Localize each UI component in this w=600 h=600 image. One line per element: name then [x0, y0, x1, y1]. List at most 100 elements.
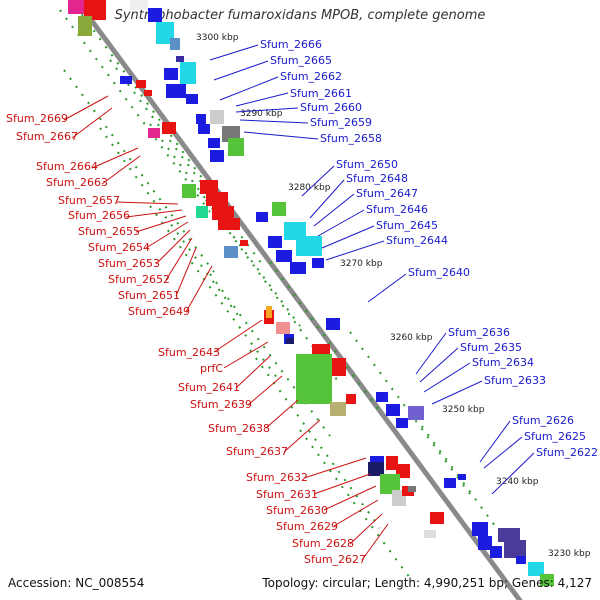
accession-text: Accession: NC_008554	[8, 576, 145, 590]
gene-block	[528, 562, 544, 576]
leader-line-reverse	[185, 265, 213, 313]
leader-line-reverse	[235, 355, 271, 389]
gene-block	[458, 474, 466, 480]
gene-block	[286, 338, 294, 344]
gene-label-reverse: Sfum_2654	[88, 241, 151, 254]
gene-label-forward: Sfum_2636	[448, 326, 511, 339]
genome-title: Syntrophobacter fumaroxidans MPOB, compl…	[114, 8, 486, 23]
gene-label-reverse: Sfum_2630	[266, 504, 329, 517]
leader-line-reverse	[323, 485, 377, 511]
gene-block	[210, 110, 224, 124]
leader-line-reverse	[115, 201, 179, 205]
leader-line-reverse	[71, 107, 113, 139]
leader-line-forward	[235, 107, 299, 113]
gene-label-forward: Sfum_2647	[356, 187, 419, 200]
gene-block	[210, 150, 224, 162]
leader-line-forward	[313, 193, 355, 227]
gene-label-forward: Sfum_2644	[386, 234, 449, 247]
gene-label-reverse: Sfum_2643	[158, 346, 221, 359]
gene-block	[368, 462, 384, 476]
gene-block	[516, 556, 526, 564]
gene-label-forward: Sfum_2645	[376, 219, 439, 232]
gene-block	[266, 306, 272, 318]
gene-label-forward: Sfum_2659	[310, 116, 373, 129]
leader-line-forward	[321, 225, 375, 249]
gene-label-reverse: Sfum_2667	[16, 130, 79, 143]
leader-line-forward	[243, 131, 319, 140]
gene-block	[272, 202, 286, 216]
gene-block	[84, 0, 106, 20]
leader-line-forward	[325, 240, 385, 261]
leader-line-reverse	[333, 499, 379, 527]
gene-block	[284, 222, 306, 240]
gene-block	[380, 474, 400, 494]
gene-label-reverse: Sfum_2641	[178, 381, 241, 394]
gene-block	[164, 68, 178, 80]
tick-label: 3260 kbp	[390, 333, 433, 343]
gene-label-forward: Sfum_2661	[290, 87, 353, 100]
genome-info-text: Topology: circular; Length: 4,990,251 bp…	[262, 576, 592, 590]
tick-dot-line	[409, 409, 521, 561]
gene-label-reverse: Sfum_2627	[304, 553, 367, 566]
gene-block	[170, 38, 180, 50]
gene-label-reverse: Sfum_2656	[68, 209, 131, 222]
tick-label: 3280 kbp	[288, 183, 331, 193]
gene-label-forward: Sfum_2626	[512, 414, 575, 427]
gene-label-reverse: Sfum_2653	[98, 257, 161, 270]
gene-block	[208, 138, 220, 148]
gene-label-forward: Sfum_2622	[536, 446, 599, 459]
tick-dot-line	[249, 349, 381, 529]
label-leader-lines	[63, 44, 535, 561]
leader-line-reverse	[313, 473, 371, 495]
gene-block	[424, 530, 436, 538]
gene-block	[490, 546, 502, 558]
leader-line-reverse	[101, 155, 141, 185]
gene-label-forward: Sfum_2634	[472, 356, 535, 369]
gene-block	[472, 522, 488, 536]
gene-block	[78, 16, 92, 36]
gene-label-reverse: Sfum_2628	[292, 537, 355, 550]
leader-line-forward	[209, 44, 259, 61]
leader-line-reverse	[91, 147, 139, 169]
leader-line-forward	[431, 380, 483, 405]
gene-block	[198, 124, 210, 134]
gene-label-reverse: Sfum_2652	[108, 273, 171, 286]
gene-block	[386, 404, 400, 416]
leader-line-forward	[213, 60, 269, 81]
gene-block	[182, 184, 196, 198]
tick-dot-line	[209, 273, 331, 437]
gene-label-reverse: Sfum_2638	[208, 422, 271, 435]
gene-block	[312, 258, 324, 268]
gene-block	[540, 574, 554, 586]
gene-block	[120, 76, 132, 84]
leader-line-forward	[491, 452, 535, 495]
leader-line-forward	[301, 165, 335, 197]
gene-label-forward: Sfum_2660	[300, 101, 363, 114]
gene-label-reverse: Sfum_2655	[78, 225, 141, 238]
gene-block	[130, 0, 148, 10]
tick-dot-line	[149, 123, 301, 327]
gene-features	[68, 0, 554, 586]
gene-block	[376, 392, 388, 402]
gene-block	[268, 236, 282, 248]
leader-line-reverse	[145, 221, 189, 249]
gene-block	[162, 122, 176, 134]
gene-block	[166, 84, 186, 98]
gene-label-forward: Sfum_2635	[460, 341, 523, 354]
leader-line-reverse	[125, 209, 183, 218]
leader-line-forward	[309, 179, 345, 219]
gene-label-reverse: Sfum_2663	[46, 176, 109, 189]
gene-block	[478, 536, 492, 550]
gene-label-forward: Sfum_2665	[270, 54, 333, 67]
gene-label-reverse: Sfum_2669	[6, 112, 69, 125]
gene-label-reverse: Sfum_2651	[118, 289, 181, 302]
gene-block	[430, 512, 444, 524]
leader-line-forward	[423, 362, 471, 393]
gene-block	[148, 8, 162, 22]
gene-label-reverse: Sfum_2629	[276, 520, 339, 533]
leader-line-forward	[317, 209, 365, 237]
gene-block	[156, 22, 174, 44]
gene-block	[136, 80, 146, 88]
